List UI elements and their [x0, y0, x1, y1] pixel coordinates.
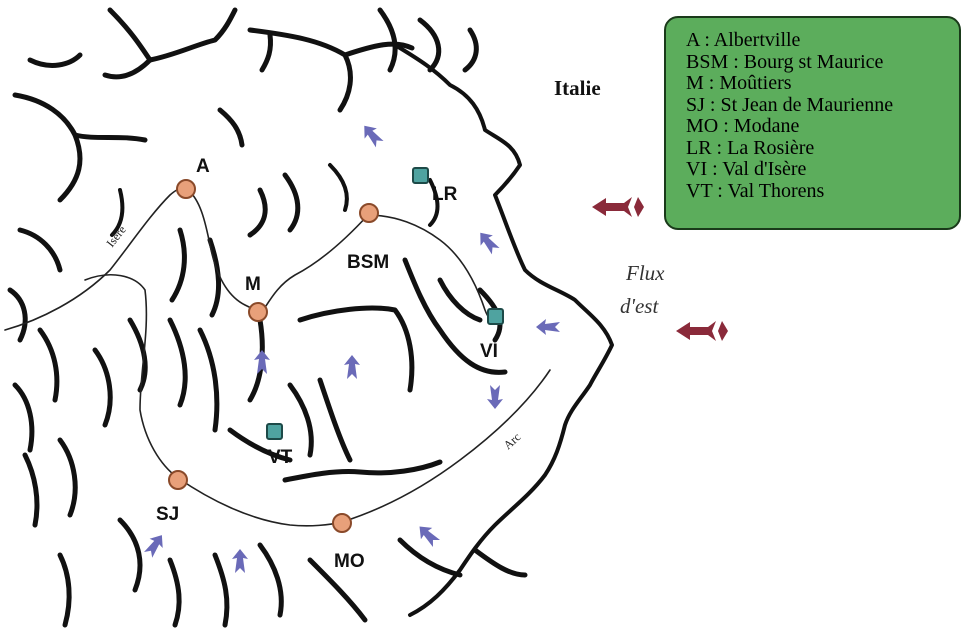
- town-label-m: M: [245, 274, 261, 295]
- frontier-ridge: [393, 43, 614, 617]
- legend-item-la-rosiere: LR : La Rosière: [686, 136, 815, 159]
- flux-label-line1: Flux: [625, 261, 665, 285]
- arrow-icon: [474, 227, 502, 257]
- river-arc: [84, 274, 179, 479]
- country-label-italie: Italie: [554, 76, 601, 100]
- fletched-arrow-icon: [592, 197, 644, 217]
- legend-item-albertville: A : Albertville: [686, 29, 801, 51]
- place-labels: A BSM M SJ MO LR VI VT: [156, 156, 498, 572]
- town-label-sj: SJ: [156, 504, 179, 525]
- arrow-icon: [413, 520, 443, 550]
- arrow-icon: [536, 319, 560, 335]
- resort-marker-val-disere: [487, 308, 504, 325]
- legend-item-val-disere: VI : Val d'Isère: [686, 158, 807, 180]
- fletched-arrow-icon: [676, 321, 728, 341]
- resort-marker-la-rosiere: [412, 167, 429, 184]
- town-marker-st-jean-de-maurienne: [168, 470, 188, 490]
- river-label-isere: Isère: [103, 223, 128, 250]
- arrow-icon: [141, 530, 169, 560]
- legend-item-modane: MO : Modane: [686, 115, 800, 137]
- legend-item-st-jean-de-maurienne: SJ : St Jean de Maurienne: [686, 93, 894, 116]
- legend-box: A : Albertville BSM : Bourg st Maurice M…: [664, 16, 961, 230]
- resort-label-vi: VI: [480, 341, 498, 362]
- towns: [168, 179, 379, 533]
- resort-marker-val-thorens: [266, 423, 283, 440]
- arrow-icon: [487, 385, 503, 409]
- town-marker-bourg-st-maurice: [359, 203, 379, 223]
- flux-label-line2: d'est: [620, 294, 659, 318]
- legend-item-moutiers: M : Moûtiers: [686, 72, 792, 94]
- arrow-icon: [344, 355, 360, 379]
- resort-label-lr: LR: [432, 184, 458, 205]
- river-isere: [4, 187, 189, 331]
- resorts: [266, 167, 504, 440]
- town-marker-moutiers: [248, 302, 268, 322]
- arrow-icon: [358, 120, 386, 150]
- resort-label-vt: VT: [268, 447, 293, 468]
- town-label-mo: MO: [334, 551, 365, 572]
- mountain-ridges: [7, 7, 528, 628]
- town-label-bsm: BSM: [347, 252, 389, 273]
- arrow-icon: [232, 549, 248, 573]
- legend-item-bourg-st-maurice: BSM : Bourg st Maurice: [686, 50, 884, 73]
- town-marker-albertville: [176, 179, 196, 199]
- town-marker-modane: [332, 513, 352, 533]
- river-label-arc: Arc: [501, 430, 524, 452]
- rivers: [4, 187, 551, 527]
- legend-item-val-thorens: VT : Val Thorens: [686, 179, 825, 202]
- town-label-a: A: [196, 156, 210, 177]
